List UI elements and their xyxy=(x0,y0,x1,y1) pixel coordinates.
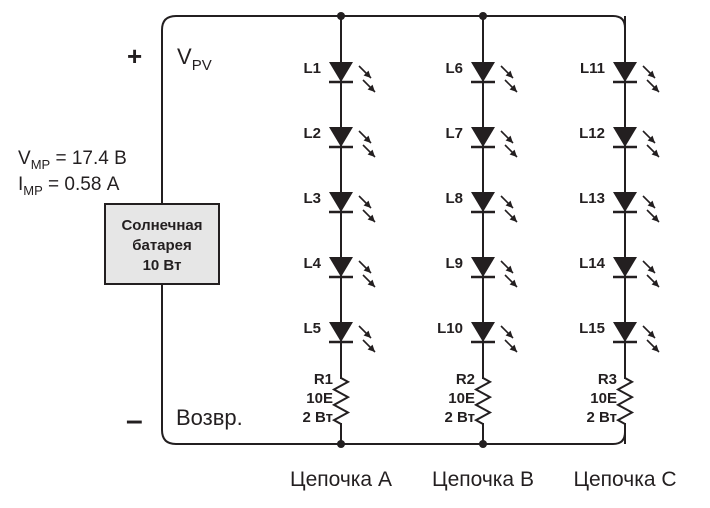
light-ray-arrowhead xyxy=(647,70,655,78)
solar-panel-label-line1: Солнечная xyxy=(121,217,202,234)
light-ray-arrowhead xyxy=(505,135,513,143)
led-label: L2 xyxy=(303,125,321,142)
light-ray-arrowhead xyxy=(647,265,655,273)
light-ray-arrowhead xyxy=(651,279,659,287)
light-ray-arrowhead xyxy=(367,84,375,92)
light-ray-arrowhead xyxy=(363,70,371,78)
light-ray-arrowhead xyxy=(647,135,655,143)
led-triangle xyxy=(471,257,495,277)
positive-rail-left xyxy=(161,15,177,204)
led-label: L15 xyxy=(579,320,605,337)
positive-rail xyxy=(176,15,626,62)
led-label: L12 xyxy=(579,125,605,142)
resistor-label: R1 xyxy=(314,371,333,388)
light-ray-arrowhead xyxy=(651,84,659,92)
resistor-zigzag xyxy=(473,377,493,425)
plus-sign: + xyxy=(127,41,142,71)
led-label: L8 xyxy=(445,190,463,207)
light-ray-arrowhead xyxy=(647,200,655,208)
light-ray-arrowhead xyxy=(651,344,659,352)
light-ray-arrowhead xyxy=(363,330,371,338)
resistor-label: 2 Вт xyxy=(587,409,618,426)
light-ray-arrowhead xyxy=(367,214,375,222)
light-ray-arrowhead xyxy=(509,279,517,287)
string-caption: Цепочка A xyxy=(290,468,392,491)
led-triangle xyxy=(471,127,495,147)
light-ray-arrowhead xyxy=(505,265,513,273)
resistor-label: 2 Вт xyxy=(445,409,476,426)
vmp-label: VMP = 17.4 В xyxy=(18,148,127,172)
led-label: L6 xyxy=(445,60,463,77)
light-ray-arrowhead xyxy=(651,149,659,157)
light-ray-arrowhead xyxy=(509,84,517,92)
string-caption: Цепочка C xyxy=(573,468,676,491)
light-ray-arrowhead xyxy=(505,70,513,78)
string-caption: Цепочка B xyxy=(432,468,534,491)
resistor-label: 10E xyxy=(590,390,617,407)
light-ray-arrowhead xyxy=(367,344,375,352)
led-triangle xyxy=(471,322,495,342)
resistor-zigzag xyxy=(331,377,351,425)
solar-panel-label-line3: 10 Вт xyxy=(143,257,182,274)
led-label: L7 xyxy=(445,125,463,142)
light-ray-arrowhead xyxy=(509,149,517,157)
led-label: L5 xyxy=(303,320,321,337)
led-label: L11 xyxy=(580,60,605,77)
light-ray-arrowhead xyxy=(651,214,659,222)
resistor-zigzag xyxy=(615,377,635,425)
led-triangle xyxy=(471,62,495,82)
solar-panel-label-line2: батарея xyxy=(132,237,192,254)
imp-label: IMP = 0.58 А xyxy=(18,174,120,198)
led-triangle xyxy=(613,192,637,212)
led-label: L4 xyxy=(303,255,321,272)
led-triangle xyxy=(613,127,637,147)
resistor-label: R3 xyxy=(598,371,617,388)
light-ray-arrowhead xyxy=(367,279,375,287)
led-label: L14 xyxy=(579,255,606,272)
led-triangle xyxy=(329,257,353,277)
light-ray-arrowhead xyxy=(363,265,371,273)
light-ray-arrowhead xyxy=(367,149,375,157)
led-label: L1 xyxy=(303,60,321,77)
light-ray-arrowhead xyxy=(505,330,513,338)
led-label: L3 xyxy=(303,190,321,207)
minus-sign: – xyxy=(126,404,143,437)
vpv-label: VPV xyxy=(177,44,212,74)
solar-panel-box xyxy=(104,203,220,285)
resistor-label: R2 xyxy=(456,371,475,388)
light-ray-arrowhead xyxy=(505,200,513,208)
return-label: Возвр. xyxy=(176,405,243,430)
light-ray-arrowhead xyxy=(509,344,517,352)
led-label: L10 xyxy=(437,320,463,337)
light-ray-arrowhead xyxy=(363,200,371,208)
light-ray-arrowhead xyxy=(647,330,655,338)
led-label: L9 xyxy=(445,255,463,272)
led-triangle xyxy=(329,127,353,147)
light-ray-arrowhead xyxy=(509,214,517,222)
led-triangle xyxy=(613,322,637,342)
led-triangle xyxy=(613,257,637,277)
led-triangle xyxy=(329,322,353,342)
led-triangle xyxy=(471,192,495,212)
led-triangle xyxy=(613,62,637,82)
led-label: L13 xyxy=(579,190,605,207)
resistor-label: 10E xyxy=(306,390,333,407)
resistor-label: 10E xyxy=(448,390,475,407)
led-triangle xyxy=(329,62,353,82)
led-triangle xyxy=(329,192,353,212)
light-ray-arrowhead xyxy=(363,135,371,143)
resistor-label: 2 Вт xyxy=(303,409,334,426)
